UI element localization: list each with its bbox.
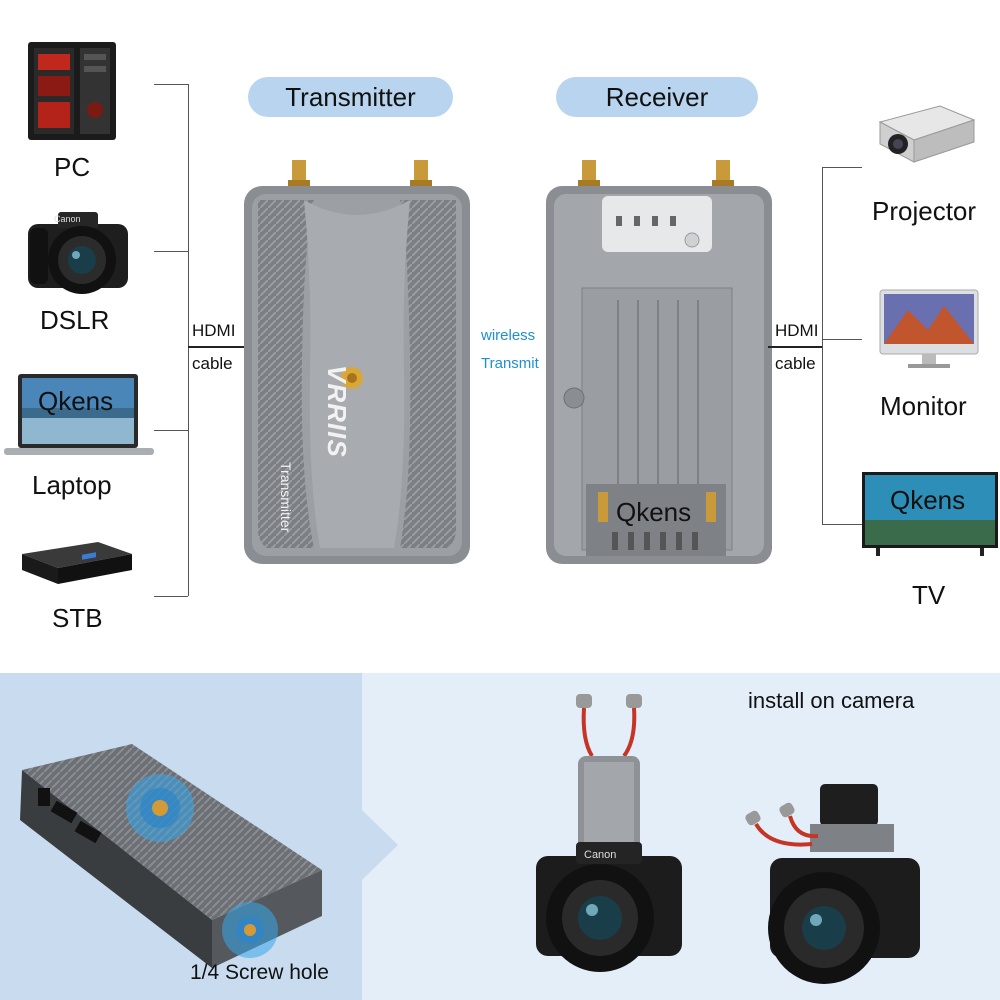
transmitter-side-text: Transmitter — [278, 462, 294, 533]
install-on-camera-label: install on camera — [748, 688, 915, 713]
camera-brand-text: Canon — [584, 849, 616, 861]
wireless-label: wireless — [481, 327, 536, 344]
laptop-icon — [4, 374, 154, 455]
left-hdmi-line — [188, 346, 246, 348]
monitor-icon — [879, 289, 979, 368]
display-label-projector: Projector — [872, 196, 977, 226]
right-cable-label: cable — [775, 354, 816, 373]
receiver-title: Receiver — [556, 77, 758, 117]
panel-arrow — [362, 810, 398, 880]
source-label-stb: STB — [52, 603, 103, 633]
screw-hole-label: 1/4 Screw hole — [190, 961, 329, 984]
receiver-watermark: Qkens — [616, 497, 692, 527]
dslr-camera-icon: Canon — [28, 212, 128, 294]
set-top-box-icon — [22, 542, 132, 584]
display-label-tv: TV — [912, 580, 946, 610]
receiver-device — [546, 160, 772, 564]
tv-screen-text: Qkens — [890, 485, 966, 515]
transmitter-title: Transmitter — [248, 77, 453, 117]
left-cable-label: cable — [192, 354, 233, 373]
tv-icon — [862, 472, 998, 556]
camera-with-receiver-icon — [745, 784, 920, 984]
right-hdmi-line — [768, 346, 822, 348]
transmitter-angled-view — [20, 744, 322, 968]
svg-text:Canon: Canon — [54, 214, 81, 224]
pc-tower-icon — [28, 42, 116, 140]
projector-icon — [878, 105, 976, 163]
right-hdmi-label: HDMI — [775, 321, 819, 340]
source-label-pc: PC — [54, 152, 91, 182]
left-hdmi-label: HDMI — [192, 321, 236, 340]
source-label-dslr: DSLR — [40, 305, 110, 335]
display-label-monitor: Monitor — [880, 391, 967, 421]
right-bracket — [822, 167, 823, 524]
source-label-laptop: Laptop — [32, 470, 112, 500]
transmitter-device — [244, 160, 470, 564]
transmitter-brand-logo: VRRIIS — [322, 365, 352, 458]
laptop-screen-text: Qkens — [38, 386, 114, 416]
left-bracket — [188, 84, 189, 596]
transmit-label: Transmit — [481, 355, 539, 372]
camera-with-transmitter-icon: Canon — [536, 694, 682, 972]
